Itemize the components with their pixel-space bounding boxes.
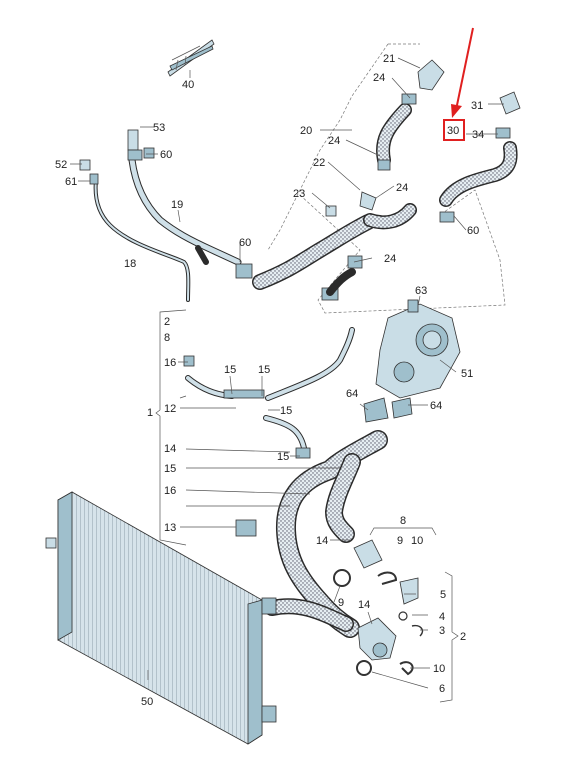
label-24: 24 bbox=[396, 182, 408, 194]
label-12: 12 bbox=[164, 403, 176, 415]
label-16: 16 bbox=[164, 485, 176, 497]
label-16: 16 bbox=[164, 357, 176, 369]
label-60: 60 bbox=[239, 237, 251, 249]
part-18-pipe bbox=[93, 178, 191, 302]
label-60: 60 bbox=[467, 225, 479, 237]
label-6: 6 bbox=[439, 683, 445, 695]
leader-lines bbox=[70, 57, 504, 689]
fittings-52-61 bbox=[79, 147, 155, 185]
label-20: 20 bbox=[300, 125, 312, 137]
label-1: 1 bbox=[147, 407, 153, 419]
big-hoses bbox=[235, 430, 388, 638]
label-14: 14 bbox=[358, 599, 370, 611]
label-4: 4 bbox=[439, 611, 445, 623]
label-15: 15 bbox=[277, 451, 289, 463]
upper-hose-assembly bbox=[235, 59, 445, 301]
label-2: 2 bbox=[460, 631, 466, 643]
label-8: 8 bbox=[400, 515, 406, 527]
label-18: 18 bbox=[124, 258, 136, 270]
label-60: 60 bbox=[160, 149, 172, 161]
highlight-box-30 bbox=[443, 119, 465, 141]
group-1-bracket bbox=[155, 309, 187, 546]
part-30-hose bbox=[439, 91, 521, 223]
label-64: 64 bbox=[346, 388, 358, 400]
label-9: 9 bbox=[338, 597, 344, 609]
label-14: 14 bbox=[164, 443, 176, 455]
label-15: 15 bbox=[164, 463, 176, 475]
label-2: 2 bbox=[164, 316, 170, 328]
part-labels: 21 24 20 24 22 24 23 24 31 30 34 60 53 6… bbox=[55, 53, 484, 708]
part-50-radiator bbox=[45, 491, 277, 745]
group-8-bracket bbox=[369, 527, 437, 536]
part-40-clips bbox=[167, 39, 215, 78]
lower-fittings bbox=[333, 539, 424, 676]
small-hose-1 bbox=[183, 327, 355, 459]
label-19: 19 bbox=[171, 199, 183, 211]
label-40: 40 bbox=[182, 79, 194, 91]
label-24: 24 bbox=[373, 72, 385, 84]
part-51-housing bbox=[363, 299, 461, 423]
label-51: 51 bbox=[461, 368, 473, 380]
highlight-arrow bbox=[451, 27, 474, 118]
label-21: 21 bbox=[383, 53, 395, 65]
label-23: 23 bbox=[293, 188, 305, 200]
label-30: 30 bbox=[447, 125, 459, 137]
label-34: 34 bbox=[472, 129, 484, 141]
label-9: 9 bbox=[397, 535, 403, 547]
label-61: 61 bbox=[65, 176, 77, 188]
label-15: 15 bbox=[280, 405, 292, 417]
label-22: 22 bbox=[313, 157, 325, 169]
label-14: 14 bbox=[316, 535, 328, 547]
label-31: 31 bbox=[471, 100, 483, 112]
label-24: 24 bbox=[384, 253, 396, 265]
label-64: 64 bbox=[430, 400, 442, 412]
label-52: 52 bbox=[55, 159, 67, 171]
label-24: 24 bbox=[328, 135, 340, 147]
label-10: 10 bbox=[433, 663, 445, 675]
label-10: 10 bbox=[411, 535, 423, 547]
label-15: 15 bbox=[224, 364, 236, 376]
label-50: 50 bbox=[141, 696, 153, 708]
label-15: 15 bbox=[258, 364, 270, 376]
label-53: 53 bbox=[153, 122, 165, 134]
label-8: 8 bbox=[164, 332, 170, 344]
label-3: 3 bbox=[439, 625, 445, 637]
label-63: 63 bbox=[415, 285, 427, 297]
group-2-bracket bbox=[439, 571, 459, 703]
label-13: 13 bbox=[164, 522, 176, 534]
part-19-pipe bbox=[127, 129, 242, 266]
label-5: 5 bbox=[440, 589, 446, 601]
